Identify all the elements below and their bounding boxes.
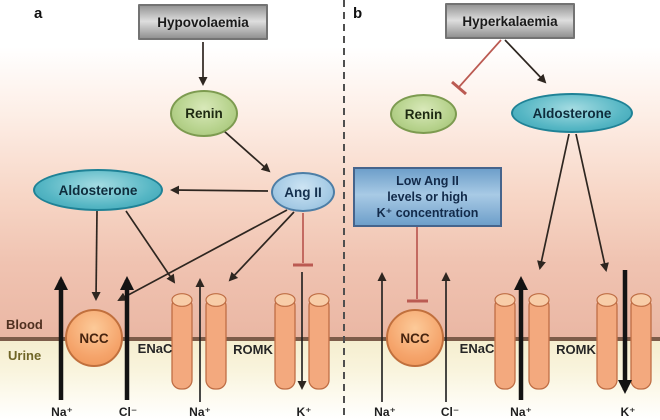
romk-label-a: ROMK bbox=[233, 342, 273, 357]
k-ion-label-romk-a: K⁺ bbox=[296, 405, 312, 419]
na-ion-label-ncc-b: Na⁺ bbox=[374, 405, 396, 419]
arrow-renin-to-angii bbox=[223, 130, 271, 173]
ncc-transporter-a: NCC bbox=[65, 309, 123, 367]
na-ion-label-enac-b: Na⁺ bbox=[510, 405, 532, 419]
enac-channel-pair-a bbox=[171, 293, 227, 390]
blood-label: Blood bbox=[6, 317, 43, 332]
hyperkalaemia-box: Hyperkalaemia bbox=[445, 3, 575, 39]
inhibition-hyperkalaemia-to-renin-cap bbox=[451, 80, 467, 96]
arrow-aldosterone-to-romk-b bbox=[575, 133, 609, 272]
renin-ellipse-a: Renin bbox=[170, 90, 238, 137]
cl-ion-label-ncc-a: Cl⁻ bbox=[118, 405, 138, 419]
arrow-aldosterone-to-ncc bbox=[91, 210, 101, 301]
urine-label: Urine bbox=[8, 348, 42, 363]
enac-label-a: ENaC bbox=[137, 341, 173, 356]
na-ion-label-ncc-a: Na⁺ bbox=[51, 405, 73, 419]
inhibition-hyperkalaemia-to-renin-line bbox=[458, 39, 502, 88]
renin-ellipse-b: Renin bbox=[390, 94, 457, 134]
hypovolaemia-box: Hypovolaemia bbox=[138, 4, 268, 40]
arrow-angii-to-enac bbox=[228, 211, 295, 282]
panel-b-letter: b bbox=[353, 5, 363, 22]
info-box-line2: levels or high bbox=[387, 189, 468, 204]
enac-label-b: ENaC bbox=[459, 341, 495, 356]
ang-ii-ellipse: Ang II bbox=[271, 172, 335, 212]
arrow-angii-to-aldosterone bbox=[170, 185, 269, 195]
ncc-transporter-b: NCC bbox=[386, 309, 444, 367]
enac-channel-pair-b bbox=[494, 293, 550, 390]
arrow-hyperkalaemia-to-aldosterone bbox=[504, 39, 547, 84]
arrow-angii-to-ncc bbox=[117, 209, 288, 301]
cl-ion-label-ncc-b: Cl⁻ bbox=[440, 405, 460, 419]
romk-label-b: ROMK bbox=[556, 342, 596, 357]
low-angii-high-k-box: Low Ang II levels or high K⁺ concentrati… bbox=[353, 167, 502, 227]
info-box-line1: Low Ang II bbox=[396, 173, 459, 188]
k-ion-label-romk-b: K⁺ bbox=[620, 405, 636, 419]
membrane-divider bbox=[0, 337, 660, 341]
romk-channel-pair-a bbox=[274, 293, 330, 390]
aldosterone-ellipse-a: Aldosterone bbox=[33, 169, 163, 211]
aldosterone-ellipse-b: Aldosterone bbox=[511, 93, 633, 133]
na-ion-label-enac-a: Na⁺ bbox=[189, 405, 211, 419]
romk-channel-pair-b bbox=[596, 293, 652, 390]
info-box-line3: K⁺ concentration bbox=[376, 206, 479, 221]
arrow-aldosterone-to-enac-b bbox=[537, 133, 570, 270]
panel-a-letter: a bbox=[34, 5, 43, 22]
arrow-aldosterone-to-enac bbox=[125, 210, 176, 284]
